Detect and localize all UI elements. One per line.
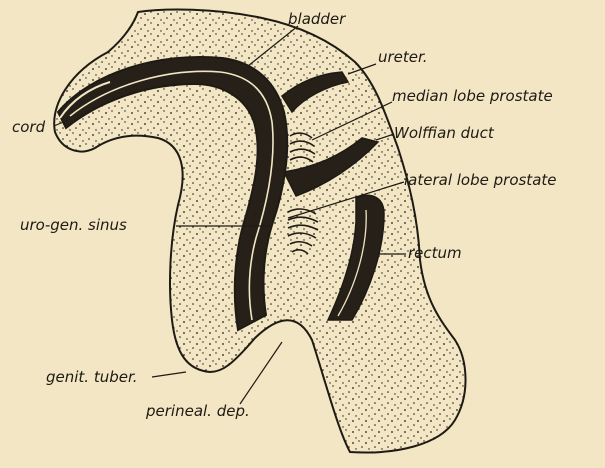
label-rectum: rectum bbox=[408, 246, 462, 261]
label-median-lobe-prostate: median lobe prostate bbox=[392, 89, 553, 104]
label-perineal-dep: perineal. dep. bbox=[146, 404, 250, 419]
label-wolffian-duct: Wolffian duct bbox=[394, 126, 494, 141]
label-genit-tuber: genit. tuber. bbox=[46, 370, 138, 385]
label-uro-gen-sinus: uro-gen. sinus bbox=[20, 218, 127, 233]
label-cord: cord bbox=[12, 120, 45, 135]
label-bladder: bladder bbox=[288, 12, 345, 27]
label-ureter: ureter. bbox=[378, 50, 428, 65]
label-lateral-lobe-prostate: lateral lobe prostate bbox=[404, 173, 557, 188]
